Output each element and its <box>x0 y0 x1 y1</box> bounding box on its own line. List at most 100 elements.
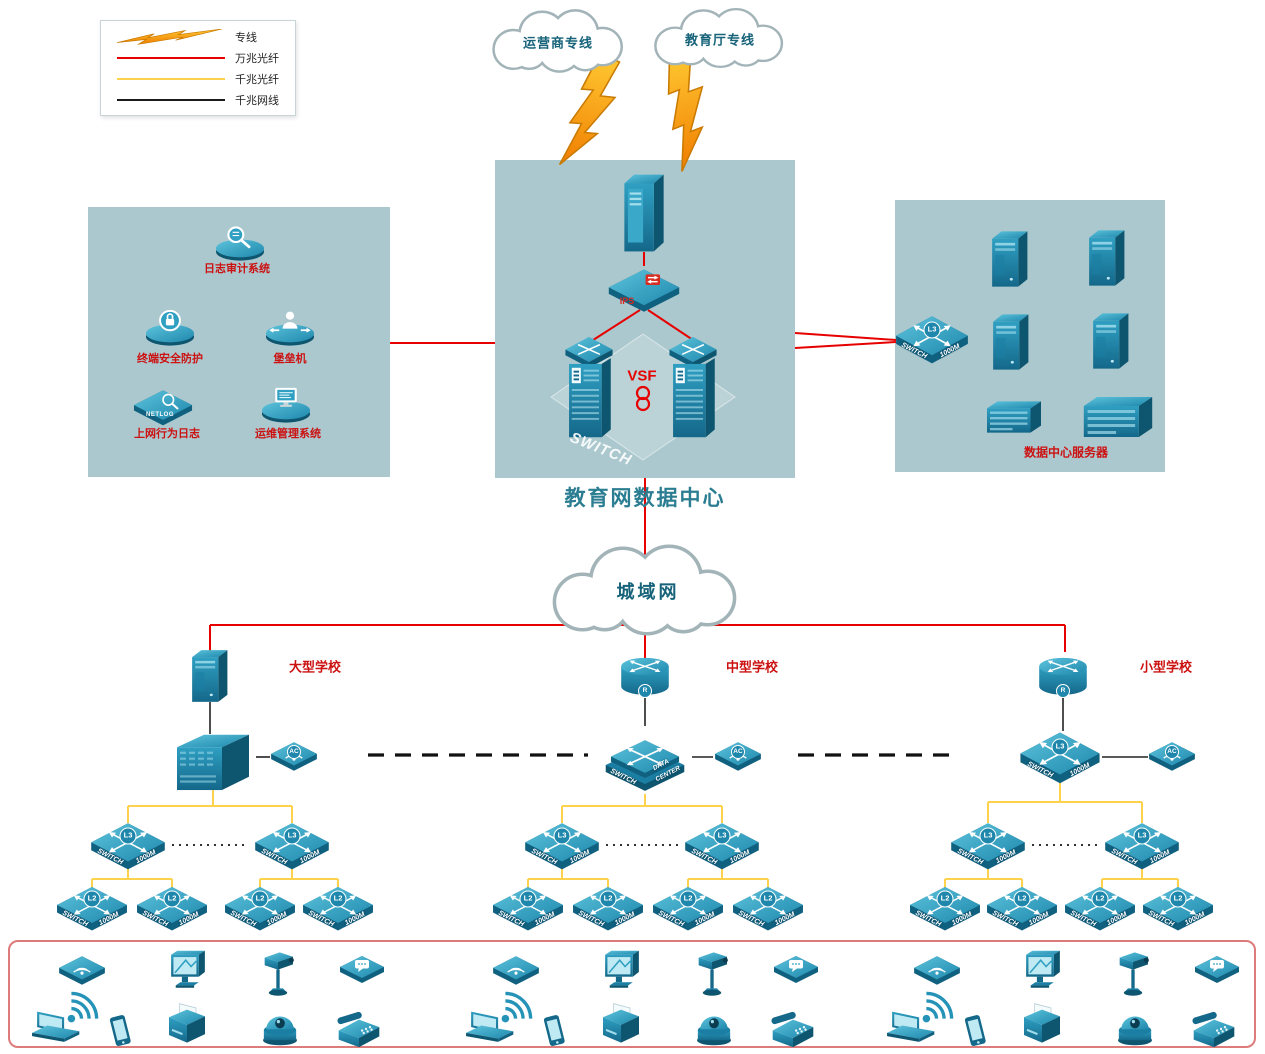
legend-label: 专线 <box>235 31 257 44</box>
datacenter-title: 教育网数据中心 <box>564 487 726 510</box>
vsf-label: VSF <box>627 367 657 385</box>
server-icon <box>993 314 1029 370</box>
legend: 专线 万兆光纤 千兆光纤 千兆网线 <box>100 20 296 116</box>
smartphone-icon <box>538 1012 570 1050</box>
endpoint-icon <box>144 309 196 347</box>
datacenter-server-3 <box>987 311 1033 373</box>
ips-device: IPS <box>604 263 684 315</box>
log-audit-icon <box>211 221 269 263</box>
l3-badge: L3 <box>119 827 137 845</box>
vsf-core-switch-right <box>664 335 722 443</box>
deskphone-icon <box>1191 1011 1235 1048</box>
server-icon <box>992 231 1028 287</box>
l2-badge: L2 <box>1091 890 1109 908</box>
desktop-computer-icon <box>599 950 645 994</box>
l2-badge: L2 <box>251 890 269 908</box>
desktop-icon <box>604 950 640 989</box>
printer-icon <box>167 1002 207 1044</box>
phone-icon <box>964 1014 987 1047</box>
l2-badge: L2 <box>759 890 777 908</box>
dome-icon <box>697 1016 731 1046</box>
dome-camera-icon <box>259 1003 301 1047</box>
wifi-signal-icon <box>497 985 539 1027</box>
legend-item-10g-fiber: 万兆光纤 <box>117 47 295 68</box>
wifi-icon <box>65 991 99 1025</box>
log-audit-icon <box>214 226 266 262</box>
chat-icon <box>1195 956 1239 983</box>
ac-badge: AC <box>1165 745 1179 759</box>
phone-icon <box>543 1014 566 1047</box>
security-item-label: 堡垒机 <box>273 353 307 365</box>
printer-icon <box>1022 1002 1062 1044</box>
desktop-icon <box>170 950 206 989</box>
l3-badge: L3 <box>1133 827 1151 845</box>
flat-icon <box>1019 731 1101 785</box>
black-line-sample <box>117 98 225 101</box>
legend-item-1g-fiber: 千兆光纤 <box>117 68 295 89</box>
school-gateway-router: R <box>1035 655 1091 699</box>
ptz-icon <box>698 952 728 996</box>
datacenter-server-2 <box>1083 227 1129 289</box>
netlog-icon: NETLOG <box>130 385 196 428</box>
legend-label: 万兆光纤 <box>235 52 279 65</box>
l3-badge: L3 <box>1051 738 1069 756</box>
dome-camera-icon <box>693 1003 735 1047</box>
netlog-text: NETLOG <box>146 411 174 418</box>
wifi-icon <box>920 991 954 1025</box>
printer-icon <box>1018 1002 1066 1046</box>
l2-badge: L2 <box>83 890 101 908</box>
security-item-label: 日志审计系统 <box>204 263 270 275</box>
ips-label: IPS <box>619 296 635 306</box>
ip-phone-icon <box>768 1008 818 1048</box>
wireless-ac-controller: AC <box>1146 738 1198 776</box>
ac-badge: AC <box>287 745 301 759</box>
l3-badge: L3 <box>923 321 941 339</box>
printer-icon <box>601 1002 641 1044</box>
desktop-icon <box>1025 950 1061 989</box>
chassis-icon <box>668 336 718 438</box>
ips-icon <box>608 268 680 313</box>
bastion-icon <box>261 306 319 348</box>
dome-icon <box>263 1016 297 1046</box>
legend-label: 千兆网线 <box>235 94 279 107</box>
deskphone-icon <box>336 1011 380 1048</box>
smartphone-icon <box>959 1012 991 1050</box>
school-gateway-router: R <box>617 655 673 699</box>
bigchassis-icon <box>177 734 249 791</box>
printer-icon <box>163 1002 211 1046</box>
chassis-icon <box>564 336 614 438</box>
lightning-icon <box>117 28 223 45</box>
wifi-signal-icon <box>63 985 105 1027</box>
ptz-icon <box>264 952 294 996</box>
l3-badge: L3 <box>979 827 997 845</box>
bastion-icon <box>265 310 315 347</box>
l2-badge: L2 <box>163 890 181 908</box>
school-gateway <box>186 647 232 705</box>
wireless-ac-controller: AC <box>712 738 764 776</box>
l2-badge: L2 <box>936 890 954 908</box>
wireless-ac-controller: AC <box>268 738 320 776</box>
collab-terminal-icon <box>337 952 387 988</box>
deskphone-icon <box>770 1011 814 1048</box>
phone-icon <box>109 1014 132 1047</box>
legend-item-1g-copper: 千兆网线 <box>117 89 295 110</box>
ptz-camera-icon <box>1113 949 1153 997</box>
ptz-camera-icon <box>692 949 732 997</box>
router-badge: R <box>638 684 652 698</box>
server-icon <box>1089 230 1125 286</box>
l2-badge: L2 <box>329 890 347 908</box>
school-name-label: 大型学校 <box>288 659 342 675</box>
l2-badge: L2 <box>519 890 537 908</box>
